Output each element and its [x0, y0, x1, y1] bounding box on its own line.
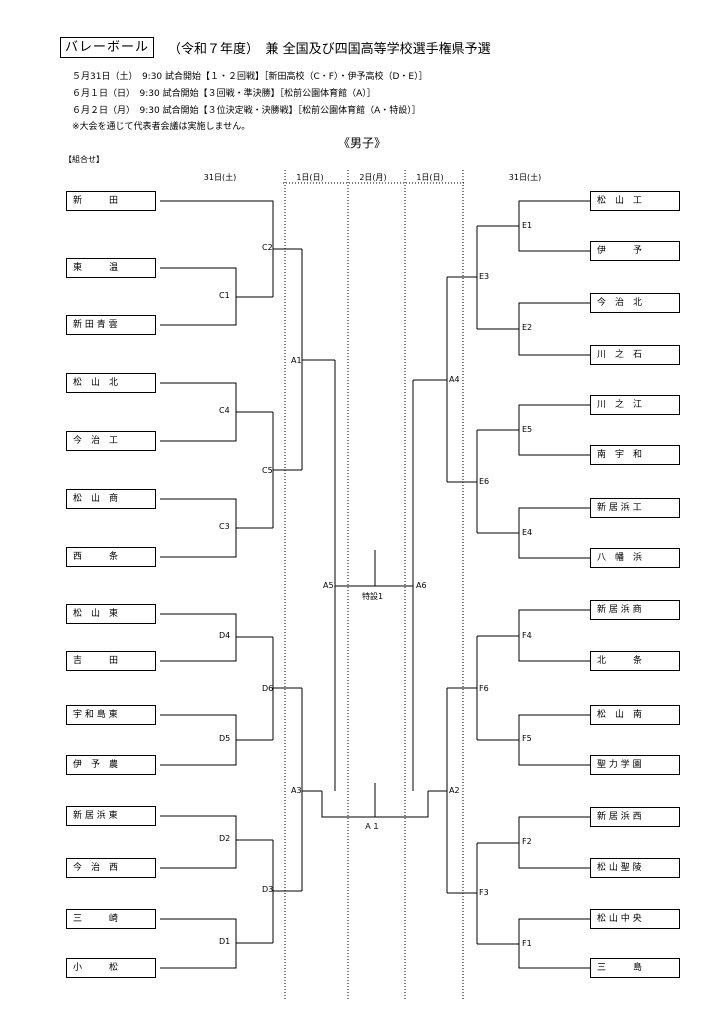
schedule-line-2: ６月１日（日） 9:30 試合開始【３回戦・準決勝】［松前公園体育館（A）］ [72, 89, 376, 99]
team-right-10: 北 条 [590, 651, 680, 671]
team-left-2: 東 温 [66, 258, 156, 278]
team-right-2: 伊 予 [590, 241, 680, 261]
match-label-e2: E2 [522, 323, 533, 332]
gender-heading: 《男子》 [337, 136, 386, 150]
team-right-7: 新 居 浜 工 [590, 498, 680, 518]
team-left-10: 宇 和 島 東 [66, 705, 156, 725]
team-right-14: 松 山 聖 陵 [590, 858, 680, 878]
match-label-e5: E5 [522, 425, 533, 434]
match-label-final: Ａ１ [364, 822, 380, 831]
match-label-a5: A5 [323, 581, 334, 590]
team-right-12: 聖 力 学 園 [590, 755, 680, 775]
match-label-e6: E6 [479, 477, 490, 486]
team-left-12: 新 居 浜 東 [66, 806, 156, 826]
sport-title-box: バレーボール [60, 37, 154, 58]
team-left-3: 新 田 青 雲 [66, 315, 156, 335]
team-left-5: 今 治 工 [66, 431, 156, 451]
team-right-8: 八 幡 浜 [590, 548, 680, 568]
match-label-c4: C4 [219, 406, 230, 415]
tournament-title: （令和７年度） 兼 全国及び四国高等学校選手権県予選 [168, 42, 491, 57]
team-left-14: 三 崎 [66, 909, 156, 929]
match-label-d5: D5 [219, 734, 231, 743]
team-right-3: 今 治 北 [590, 293, 680, 313]
match-label-c1: C1 [219, 291, 230, 300]
match-label-d4: D4 [219, 631, 231, 640]
day-header-31-left: 31日(土) [203, 173, 237, 182]
match-label-c3: C3 [219, 522, 230, 531]
note: ※大会を通じて代表者会議は実施しません。 [72, 122, 251, 132]
match-label-a1: A1 [291, 356, 302, 365]
team-left-4: 松 山 北 [66, 373, 156, 393]
match-label-f3: F3 [479, 888, 489, 897]
team-right-6: 南 宇 和 [590, 445, 680, 465]
team-left-11: 伊 予 農 [66, 755, 156, 775]
team-left-9: 吉 田 [66, 651, 156, 671]
match-label-f1: F1 [522, 939, 532, 948]
match-label-d3: D3 [262, 885, 274, 894]
team-left-13: 今 治 西 [66, 858, 156, 878]
match-label-d1: D1 [219, 937, 231, 946]
day-header-1-left: 1日(日) [296, 173, 324, 182]
day-header-31-right: 31日(土) [508, 173, 542, 182]
team-left-1: 新 田 [66, 191, 156, 211]
team-right-9: 新 居 浜 商 [590, 600, 680, 620]
team-right-5: 川 之 江 [590, 395, 680, 415]
team-left-15: 小 松 [66, 958, 156, 978]
team-right-13: 新 居 浜 西 [590, 807, 680, 827]
match-label-f6: F6 [479, 684, 489, 693]
match-label-a3: A3 [291, 786, 302, 795]
schedule-line-1: ５月31日（土） 9:30 試合開始【１・２回戦】［新田高校（C・F）・伊予高校… [72, 72, 428, 82]
match-label-e4: E4 [522, 528, 533, 537]
match-label-a2: A2 [449, 786, 460, 795]
match-label-d6: D6 [262, 684, 274, 693]
team-left-6: 松 山 商 [66, 489, 156, 509]
day-header-2: 2日(月) [359, 173, 387, 182]
match-label-f4: F4 [522, 631, 532, 640]
match-label-a6: A6 [416, 581, 427, 590]
team-left-8: 松 山 東 [66, 604, 156, 624]
match-label-c5: C5 [262, 466, 273, 475]
schedule-line-3: ６月２日（月） 9:30 試合開始【３位決定戦・決勝戦】［松前公園体育館（A・特… [72, 106, 421, 116]
team-right-4: 川 之 石 [590, 345, 680, 365]
match-label-c2: C2 [262, 243, 273, 252]
match-label-a4: A4 [449, 375, 460, 384]
match-label-f5: F5 [522, 734, 532, 743]
match-label-special: 特設1 [362, 592, 384, 601]
team-right-1: 松 山 工 [590, 191, 680, 211]
team-right-15: 松 山 中 央 [590, 909, 680, 929]
team-right-16: 三 島 [590, 958, 680, 978]
match-label-e3: E3 [479, 272, 490, 281]
team-right-11: 松 山 南 [590, 705, 680, 725]
bracket-label: 【組合せ】 [64, 155, 104, 164]
team-left-7: 西 条 [66, 547, 156, 567]
match-label-d2: D2 [219, 834, 231, 843]
day-header-1-right: 1日(日) [416, 173, 444, 182]
match-label-e1: E1 [522, 221, 533, 230]
match-label-f2: F2 [522, 837, 532, 846]
